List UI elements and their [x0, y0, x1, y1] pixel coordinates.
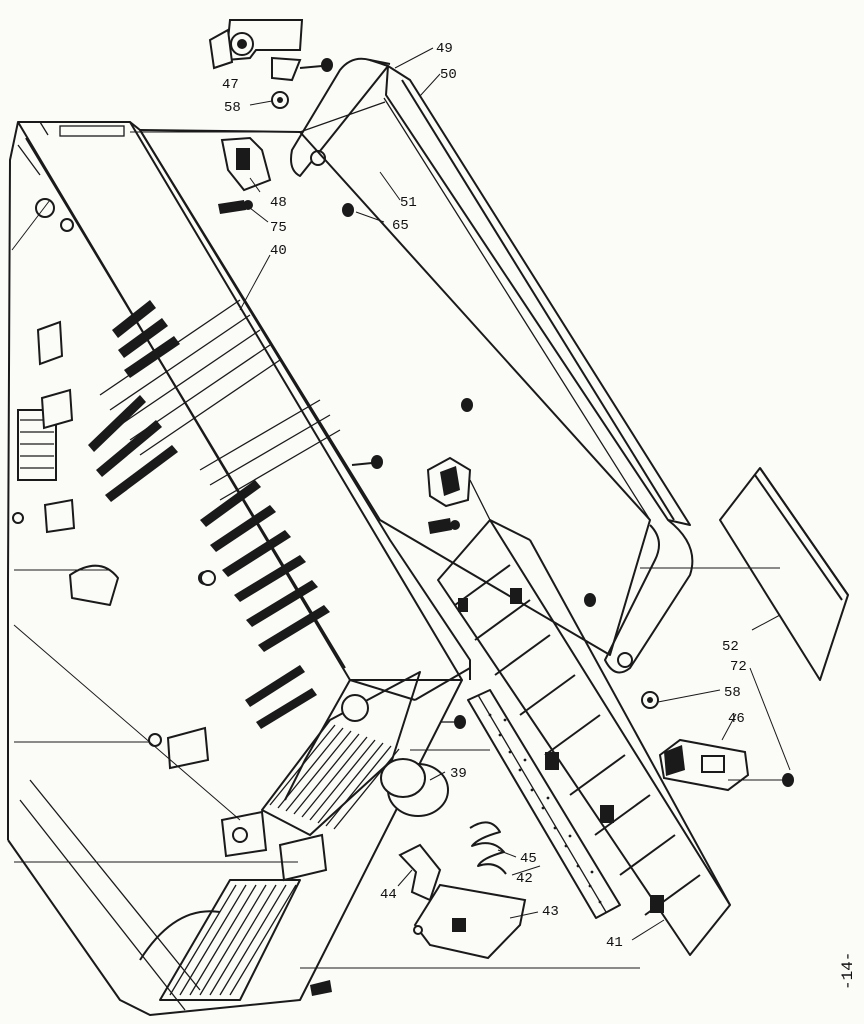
knob-39: [380, 749, 490, 817]
callout-leaders: [239, 47, 791, 941]
callout-75: 75: [270, 220, 287, 236]
clip-44: [398, 843, 442, 902]
callout-43: 43: [542, 904, 559, 920]
callout-48: 48: [270, 195, 287, 211]
rail-assembly-41: [437, 479, 731, 956]
callout-41: 41: [606, 935, 623, 951]
washer-58a: [271, 91, 289, 109]
callout-58-top: 58: [224, 100, 241, 116]
callout-47: 47: [222, 77, 239, 93]
cover-vents: [88, 299, 341, 729]
callout-49: 49: [436, 41, 453, 57]
callout-51: 51: [400, 195, 417, 211]
callout-labels: 47 49 50 58 48 51 75 65 40 52 72 58 46 3…: [222, 41, 747, 951]
rail-clip: [426, 456, 472, 508]
bracket-47: [208, 19, 304, 82]
left-side-hardware: [12, 320, 328, 882]
callout-42: 42: [516, 871, 533, 887]
plate-43: [413, 883, 527, 960]
washer-58b: [641, 691, 659, 709]
callout-45: 45: [520, 851, 537, 867]
callout-72: 72: [730, 659, 747, 675]
screw-top: [299, 58, 333, 72]
strip-42: [467, 689, 621, 919]
callout-58-right: 58: [724, 685, 741, 701]
spring-45: [469, 821, 507, 875]
bracket-46: [658, 738, 794, 792]
callout-52: 52: [722, 639, 739, 655]
callout-65: 65: [392, 218, 409, 234]
page-number: -14-: [839, 952, 857, 990]
callout-39: 39: [450, 766, 467, 782]
callout-44: 44: [380, 887, 397, 903]
handle-49: [290, 57, 694, 674]
panel-52: [640, 467, 849, 681]
callout-46: 46: [728, 711, 745, 727]
assembly-leader-lines: [11, 131, 640, 969]
panel-screws: [310, 398, 596, 996]
callout-40: 40: [270, 243, 287, 259]
callout-50: 50: [440, 67, 457, 83]
side-panel: [139, 101, 651, 656]
bracket-48: [220, 136, 272, 192]
front-panel-grille: [19, 671, 421, 1011]
screw-65: [342, 203, 354, 217]
screw-75: [218, 200, 253, 214]
